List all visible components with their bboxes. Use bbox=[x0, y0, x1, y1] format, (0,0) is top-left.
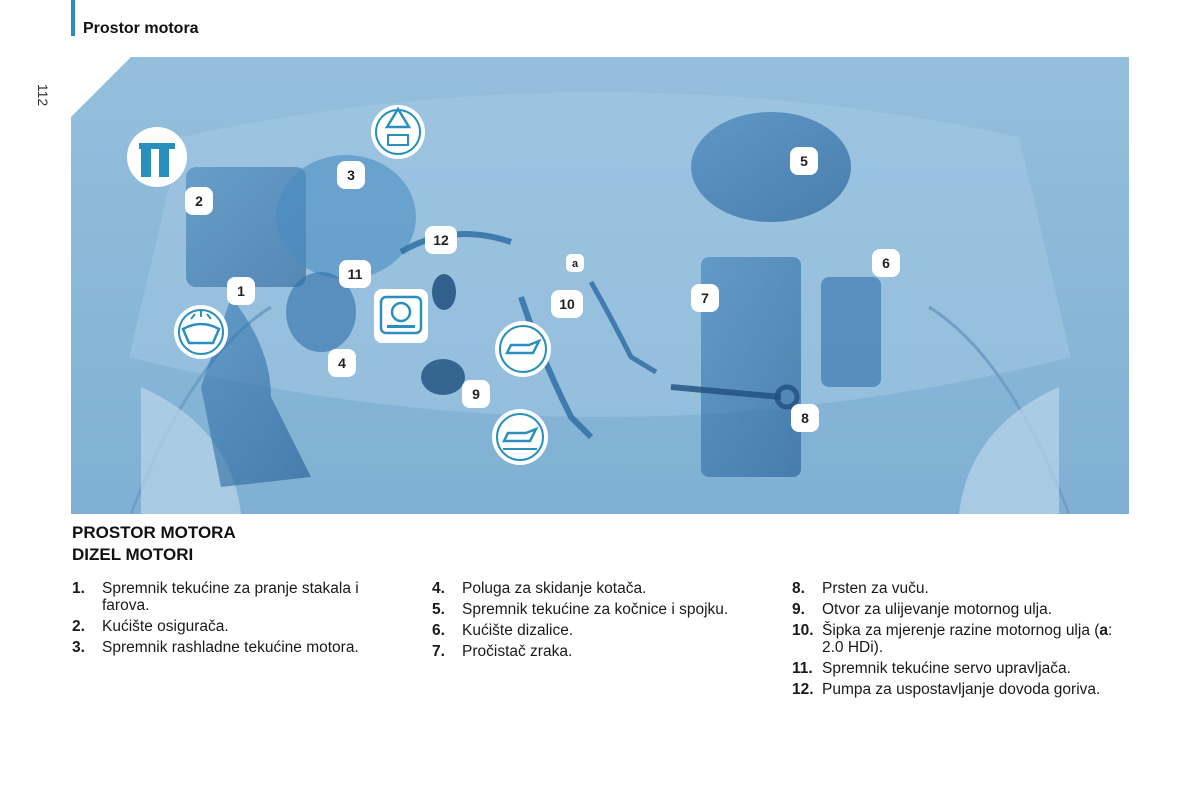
callout-2: 2 bbox=[185, 187, 213, 215]
item-number: 1. bbox=[72, 580, 85, 597]
item-number: 3. bbox=[72, 639, 85, 656]
callout-label: 3 bbox=[347, 167, 355, 183]
item-text: Pumpa za uspostavljanje dovoda goriva. bbox=[822, 681, 1101, 698]
item-number: 12. bbox=[792, 681, 814, 698]
page-number: 112 bbox=[35, 83, 51, 107]
callout-label: 2 bbox=[195, 193, 203, 209]
callout-label: 5 bbox=[800, 153, 808, 169]
item-text: Spremnik tekućine za pranje stakala i fa… bbox=[102, 580, 359, 614]
power-steering-icon bbox=[374, 289, 428, 343]
callout-6: 6 bbox=[872, 249, 900, 277]
heading-line-1: PROSTOR MOTORA bbox=[72, 523, 236, 542]
list-item: 7. Pročistač zraka. bbox=[432, 643, 752, 660]
item-number: 6. bbox=[432, 622, 445, 639]
oil-can-icon bbox=[495, 321, 551, 377]
item-text: Prsten za vuču. bbox=[822, 580, 929, 597]
list-item: 12. Pumpa za uspostavljanje dovoda goriva… bbox=[792, 681, 1132, 698]
item-text-post: : 2.0 HDi). bbox=[822, 622, 1113, 656]
callout-label: 1 bbox=[237, 283, 245, 299]
item-text: Spremnik rashladne tekućine motora. bbox=[102, 639, 359, 656]
callout-4: 4 bbox=[328, 349, 356, 377]
item-number: 4. bbox=[432, 580, 445, 597]
item-text: Spremnik tekućine za kočnice i spojku. bbox=[462, 601, 729, 618]
item-text: Kućište osigurača. bbox=[102, 618, 229, 635]
callout-label: 6 bbox=[882, 255, 890, 271]
item-number: 2. bbox=[72, 618, 85, 635]
list-item: 3. Spremnik rashladne tekućine motora. bbox=[72, 639, 392, 656]
callout-label: 4 bbox=[338, 355, 346, 371]
list-item: 1. Spremnik tekućine za pranje stakala i … bbox=[72, 580, 392, 614]
callout-5: 5 bbox=[790, 147, 818, 175]
list-item: 8. Prsten za vuču. bbox=[792, 580, 1132, 597]
item-text: Spremnik tekućine servo upravljača. bbox=[822, 660, 1071, 677]
coolant-warning-icon bbox=[371, 105, 425, 159]
item-number: 9. bbox=[792, 601, 805, 618]
item-text: Poluga za skidanje kotača. bbox=[462, 580, 647, 597]
legend-column-3: 8. Prsten za vuču. 9. Otvor za ulijevanje … bbox=[792, 580, 1132, 702]
callout-label: 7 bbox=[701, 290, 709, 306]
callout-label: 10 bbox=[559, 296, 575, 312]
item-text: Otvor za ulijevanje motornog ulja. bbox=[822, 601, 1053, 618]
callout-3: 3 bbox=[337, 161, 365, 189]
item-number: 10. bbox=[792, 622, 814, 639]
item-text: Kućište dizalice. bbox=[462, 622, 574, 639]
item-text: Šipka za mjerenje razine motornog ulja (… bbox=[822, 622, 1132, 656]
section-heading: PROSTOR MOTORA DIZEL MOTORI bbox=[72, 522, 236, 566]
list-item: 6. Kućište dizalice. bbox=[432, 622, 752, 639]
accent-bar bbox=[71, 0, 75, 36]
item-text-bold: a bbox=[1099, 622, 1109, 639]
washer-fluid-icon bbox=[174, 305, 228, 359]
list-item: 9. Otvor za ulijevanje motornog ulja. bbox=[792, 601, 1132, 618]
callout-label: 9 bbox=[472, 386, 480, 402]
item-number: 8. bbox=[792, 580, 805, 597]
callout-10: 10 bbox=[551, 290, 583, 318]
callout-8: 8 bbox=[791, 404, 819, 432]
callout-label: 12 bbox=[433, 232, 449, 248]
callout-label: 8 bbox=[801, 410, 809, 426]
item-text: Pročistač zraka. bbox=[462, 643, 573, 660]
item-number: 11. bbox=[792, 660, 813, 677]
item-number: 7. bbox=[432, 643, 445, 660]
heading-line-2: DIZEL MOTORI bbox=[72, 545, 194, 564]
engine-compartment-illustration: 1 2 3 4 5 6 7 8 9 10 11 12 a bbox=[71, 57, 1129, 514]
legend-column-1: 1. Spremnik tekućine za pranje stakala i … bbox=[72, 580, 392, 660]
callout-9: 9 bbox=[462, 380, 490, 408]
list-item: 11. Spremnik tekućine servo upravljača. bbox=[792, 660, 1132, 677]
list-item: 5. Spremnik tekućine za kočnice i spojku. bbox=[432, 601, 752, 618]
list-item: 4. Poluga za skidanje kotača. bbox=[432, 580, 752, 597]
section-title: Prostor motora bbox=[83, 20, 199, 37]
item-text-pre: Šipka za mjerenje razine motornog ulja ( bbox=[822, 622, 1100, 639]
callout-7: 7 bbox=[691, 284, 719, 312]
fuse-box-icon bbox=[127, 127, 187, 187]
item-number: 5. bbox=[432, 601, 445, 618]
list-item: 10. Šipka za mjerenje razine motornog ulj… bbox=[792, 622, 1132, 656]
callout-1: 1 bbox=[227, 277, 255, 305]
legend-column-2: 4. Poluga za skidanje kotača. 5. Spremnik … bbox=[432, 580, 752, 664]
callout-11: 11 bbox=[339, 260, 371, 288]
callout-label: a bbox=[572, 258, 579, 270]
callout-12: 12 bbox=[425, 226, 457, 254]
callout-label: 11 bbox=[348, 266, 363, 282]
list-item: 2. Kućište osigurača. bbox=[72, 618, 392, 635]
callout-a: a bbox=[566, 254, 584, 272]
oil-level-icon bbox=[492, 409, 548, 465]
